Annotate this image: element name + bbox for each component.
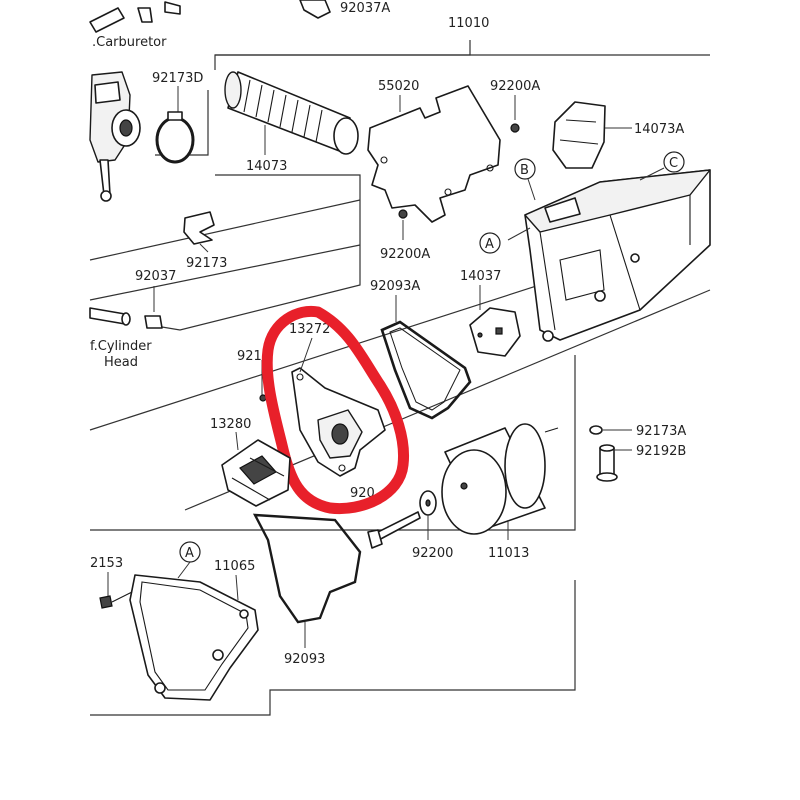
label-92200A-mid: 92200A xyxy=(380,247,430,262)
label-92173: 92173 xyxy=(186,256,227,271)
label-92173A: 92173A xyxy=(636,424,686,439)
callout-B xyxy=(514,158,536,180)
bracket-13280-icon xyxy=(221,439,291,507)
label-92200: 92200 xyxy=(412,546,453,561)
gasket-92093-icon xyxy=(252,513,362,624)
label-2153: 2153 xyxy=(90,556,123,571)
clip-92173-icon xyxy=(183,211,215,245)
label-921-cut: 921 xyxy=(237,349,262,364)
nut-92200A-mid-icon xyxy=(398,209,408,219)
label-ref-A-left: A xyxy=(185,546,194,561)
label-14073A: 14073A xyxy=(634,122,684,137)
filter-11013-icon xyxy=(441,423,559,535)
label-14037: 14037 xyxy=(460,269,501,284)
bolt-icon xyxy=(367,511,421,549)
hose-92037-icon xyxy=(89,307,163,329)
plate-55020-icon xyxy=(367,85,501,223)
label-92037A: 92037A xyxy=(340,1,390,16)
washer-92200-icon xyxy=(419,490,437,516)
label-ref-C: C xyxy=(669,156,678,171)
screw-2153-icon xyxy=(99,591,133,609)
label-92192B: 92192B xyxy=(636,444,686,459)
duct-14073A-icon xyxy=(552,101,606,169)
clamp-92173A-icon xyxy=(589,425,603,435)
label-13272: 13272 xyxy=(289,322,330,337)
air-box-housing-icon xyxy=(524,169,711,342)
label-92200A-top: 92200A xyxy=(490,79,540,94)
label-carburetor: .Carburetor xyxy=(92,35,167,50)
label-cylinder-line2: Head xyxy=(104,355,138,370)
label-11065: 11065 xyxy=(214,559,255,574)
callout-C xyxy=(663,151,685,173)
label-cylinder-line1: f.Cylinder xyxy=(90,339,152,354)
cover-14037-icon xyxy=(469,307,521,357)
label-92093A: 92093A xyxy=(370,279,420,294)
label-92173D: 92173D xyxy=(152,71,203,86)
element-holder-13272-icon xyxy=(291,367,386,477)
carburetor-icon xyxy=(89,71,141,202)
drain-92192B-icon xyxy=(596,444,618,482)
duct-14073-icon xyxy=(224,71,359,155)
top-hose-part xyxy=(89,0,331,33)
label-92093: 92093 xyxy=(284,652,325,667)
label-ref-B: B xyxy=(520,163,529,178)
label-55020: 55020 xyxy=(378,79,419,94)
nut-92200A-top-icon xyxy=(510,123,520,133)
callout-A-top xyxy=(479,232,501,254)
label-11013: 11013 xyxy=(488,546,529,561)
label-11010: 11010 xyxy=(448,16,489,31)
label-920-cut: 920 xyxy=(350,486,375,501)
gasket-92093A-icon xyxy=(380,320,472,420)
highlight-circle xyxy=(261,305,410,515)
label-14073: 14073 xyxy=(246,159,287,174)
clamp-92173D-icon xyxy=(155,111,195,164)
label-13280: 13280 xyxy=(210,417,251,432)
label-ref-A-top: A xyxy=(485,237,494,252)
label-92037: 92037 xyxy=(135,269,176,284)
cap-11065-icon xyxy=(129,574,259,701)
